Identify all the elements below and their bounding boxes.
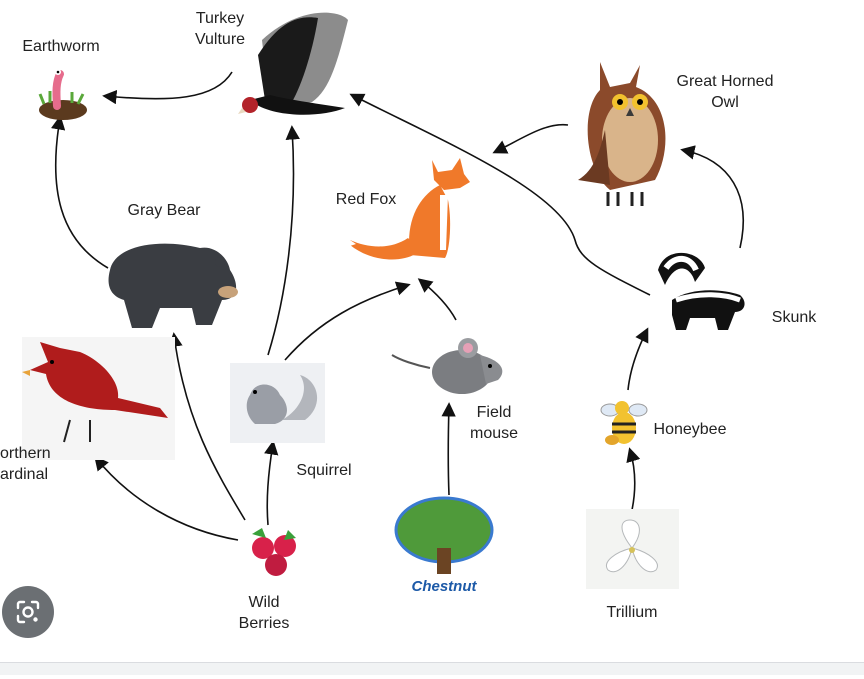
arrow-chestnut-to-mouse	[441, 402, 456, 496]
chestnut-label: Chestnut	[412, 578, 478, 595]
squirrel-label: Squirrel	[296, 462, 352, 479]
arrow-vulture-to-earthworm	[102, 71, 233, 105]
turkey-vulture-illustration	[238, 12, 348, 115]
turkey-vulture-label: Turkey Vulture	[194, 10, 246, 48]
arrow-berries-to-bear	[168, 332, 246, 521]
field-mouse-illustration	[391, 338, 503, 394]
bottom-divider-bar	[0, 662, 864, 675]
arrow-bear-to-earthworm	[51, 115, 109, 269]
trillium-illustration	[586, 509, 679, 589]
skunk-label: Skunk	[771, 309, 817, 326]
honeybee-illustration	[600, 401, 648, 445]
great-horned-owl-illustration	[578, 62, 666, 206]
arrow-mouse-to-fox	[417, 278, 457, 321]
google-lens-button[interactable]	[2, 586, 54, 638]
northern-cardinal-illustration	[22, 337, 175, 460]
wild-berries-label: Wild Berries	[238, 594, 290, 632]
gray-bear-label: Gray Bear	[127, 202, 201, 219]
northern-cardinal-label: orthern ardinal	[0, 445, 51, 483]
great-horned-owl-label: Great Horned Owl	[676, 73, 774, 111]
wild-berries-illustration	[252, 528, 296, 576]
arrow-skunk-to-vulture	[349, 93, 651, 296]
red-fox-label: Red Fox	[335, 191, 397, 208]
arrow-owl-loop	[492, 123, 569, 154]
field-mouse-label: Field mouse	[469, 404, 519, 442]
arrow-trillium-to-honeybee	[626, 447, 641, 511]
earthworm-illustration	[38, 69, 87, 120]
arrow-berries-to-squirrel	[264, 440, 279, 526]
red-fox-illustration	[350, 158, 470, 260]
honeybee-label: Honeybee	[653, 421, 727, 438]
lens-icon	[16, 600, 40, 624]
earthworm-label: Earthworm	[22, 38, 100, 55]
gray-bear-illustration	[108, 243, 238, 328]
trillium-label: Trillium	[606, 604, 658, 621]
squirrel-illustration	[230, 363, 325, 443]
arrow-honeybee-to-skunk	[627, 327, 649, 391]
chestnut-illustration	[394, 496, 494, 574]
arrow-berries-to-cardinal	[94, 455, 239, 541]
skunk-illustration	[658, 252, 745, 330]
arrow-squirrel-to-vulture	[267, 125, 300, 356]
arrows	[51, 71, 745, 541]
arrow-skunk-to-owl	[680, 145, 745, 249]
arrow-squirrel-to-fox	[284, 281, 411, 361]
